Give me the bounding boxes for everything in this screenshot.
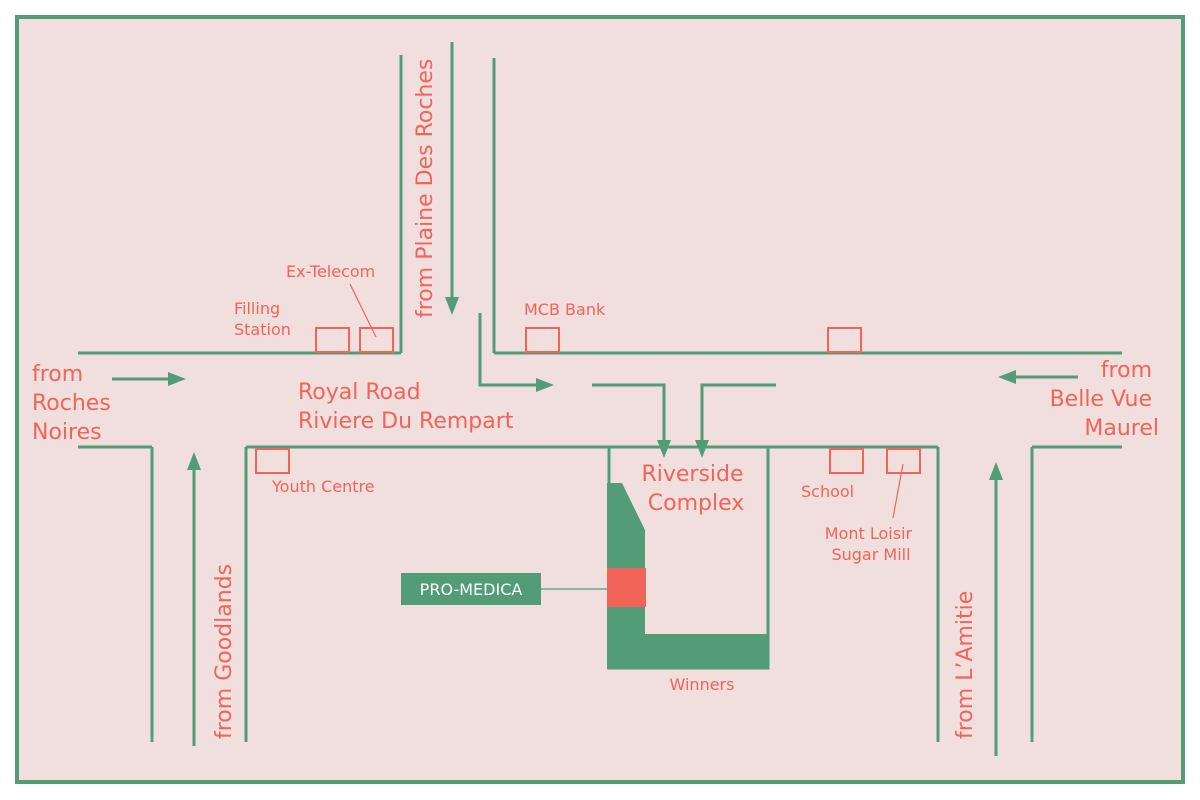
youth-centre-building-box-icon xyxy=(255,448,290,474)
arrow-icon-from-plaine-des-roches xyxy=(445,42,459,315)
winners-label: Winners xyxy=(670,675,735,694)
pro-medica-block xyxy=(607,568,646,607)
from-goodlands-label: from Goodlands xyxy=(212,564,237,739)
royal-road-label: Royal Road Riviere Du Rempart xyxy=(298,380,514,434)
riverside-complex-label: Riverside Complex xyxy=(641,462,750,516)
school-building-box-icon xyxy=(829,448,864,474)
arrow-icon-from-belle-vue-maurel xyxy=(998,370,1078,384)
arrow-icon-from-goodlands xyxy=(187,452,201,746)
arrow-icon-turn-to-complex-west xyxy=(478,313,554,392)
unlabeled-building-box-icon xyxy=(827,327,862,353)
mcb-bank-label: MCB Bank xyxy=(524,300,606,319)
mont-loisir-label: Mont Loisir Sugar Mill xyxy=(825,524,917,564)
from-plaine-des-roches-label: from Plaine Des Roches xyxy=(413,59,438,318)
arrow-icon-from-roches-noires xyxy=(112,372,186,386)
school-label: School xyxy=(801,482,854,501)
from-belle-vue-maurel-label: from Belle Vue Maurel xyxy=(1050,358,1159,441)
filling-station-building-box-icon xyxy=(315,327,350,353)
ex-telecom-building-box-icon xyxy=(359,327,394,353)
arrow-icon-into-complex-west xyxy=(592,383,671,458)
ex-telecom-label: Ex-Telecom xyxy=(286,262,375,281)
mcb-bank-building-box-icon xyxy=(525,327,560,353)
arrow-icon-into-complex-east xyxy=(695,383,776,458)
landmarks xyxy=(255,327,921,474)
youth-centre-label: Youth Centre xyxy=(271,477,375,496)
arrow-icon-from-lamitie xyxy=(989,462,1003,756)
mont-loisir-building-box-icon xyxy=(886,448,921,474)
filling-station-label: Filling Station xyxy=(234,299,291,339)
from-lamitie-label: from L’Amitie xyxy=(953,591,978,739)
mont-loisir-leader xyxy=(892,463,904,519)
road-network xyxy=(78,55,1122,742)
ex-telecom-leader xyxy=(349,283,377,338)
pro-medica-tag xyxy=(401,573,541,605)
pro-medica-label: PRO-MEDICA xyxy=(420,580,523,599)
from-roches-noires-label: from Roches Noires xyxy=(32,362,118,445)
traffic-arrows xyxy=(112,42,1078,756)
map-background xyxy=(15,15,1185,784)
